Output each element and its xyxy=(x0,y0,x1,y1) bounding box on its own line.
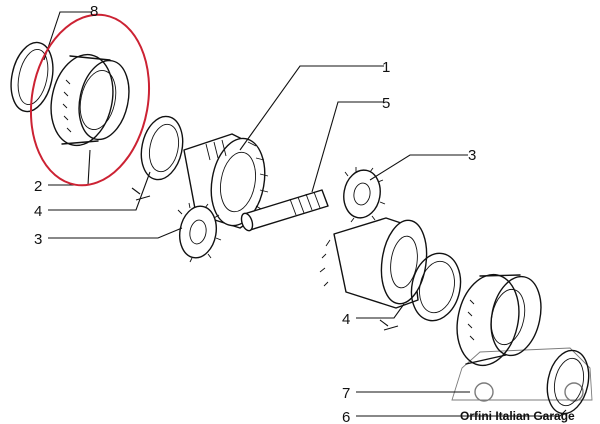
part-2-roller-bearing xyxy=(50,53,130,147)
highlight-circle xyxy=(29,13,151,187)
watermark-text: Orfini Italian Garage xyxy=(460,409,575,423)
callout-1: 1 xyxy=(382,59,390,76)
part-5-splined-shaft xyxy=(240,189,329,232)
part-3-bevel-gear-right xyxy=(343,167,386,223)
callout-8: 8 xyxy=(90,3,98,20)
callout-3-left: 3 xyxy=(34,231,42,248)
callout-5: 5 xyxy=(382,95,390,112)
car-silhouette-logo xyxy=(451,347,593,402)
part-1-gear-assembly xyxy=(183,133,269,229)
part-8-shim-ring xyxy=(10,41,54,113)
part-differential-housing xyxy=(319,217,428,309)
part-4-washer-upper xyxy=(140,115,184,181)
callout-3-right: 3 xyxy=(468,147,476,164)
callout-7: 7 xyxy=(342,385,350,402)
callout-4-lower: 4 xyxy=(342,311,350,328)
callout-4-upper: 4 xyxy=(34,203,42,220)
part-6-shim-ring xyxy=(546,349,590,415)
leader-lines xyxy=(43,11,567,417)
callout-6: 6 xyxy=(342,409,350,424)
part-roller-bearing-lower xyxy=(456,273,542,367)
callout-2: 2 xyxy=(34,178,42,195)
part-4-washer-lower xyxy=(410,252,462,322)
